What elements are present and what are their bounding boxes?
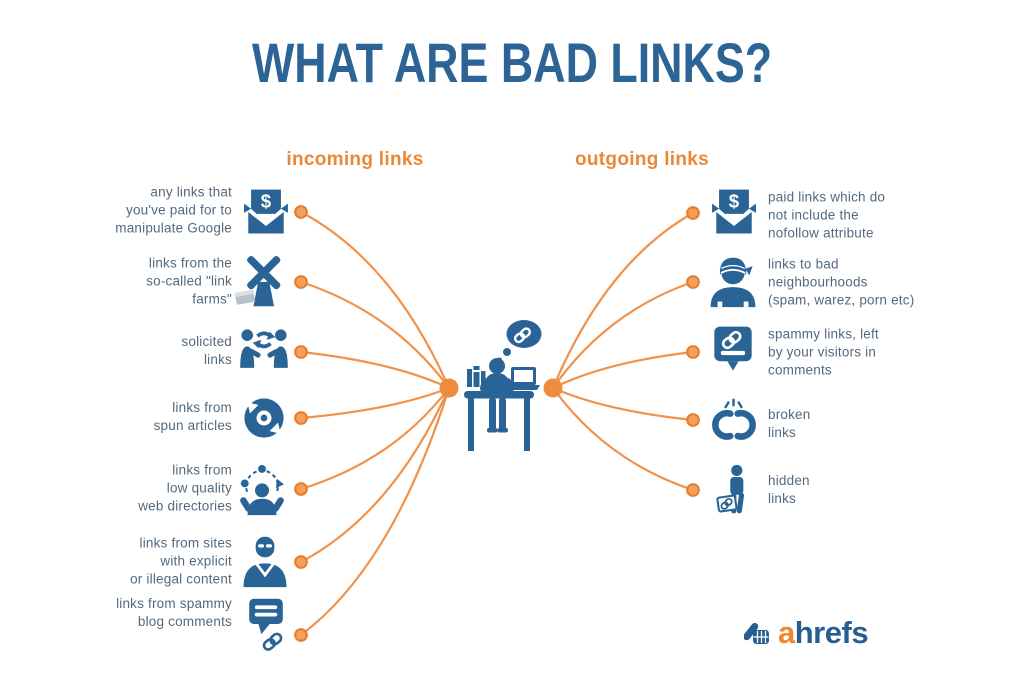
incoming-hub-dot bbox=[439, 378, 459, 398]
broken-chain-icon bbox=[706, 395, 762, 451]
desk bbox=[464, 391, 534, 451]
connector bbox=[299, 350, 451, 390]
person-head bbox=[489, 358, 505, 374]
thought-bubble bbox=[506, 320, 542, 348]
incoming-item-7-label: links from spammy blog comments bbox=[116, 596, 232, 629]
connector bbox=[551, 211, 695, 390]
laptop-icon bbox=[507, 367, 540, 390]
spun-articles-disc-icon bbox=[236, 390, 292, 446]
connector bbox=[299, 210, 451, 390]
web-directories-juggler-icon bbox=[234, 461, 290, 517]
outgoing-item-1-label: paid links which do not include the nofo… bbox=[768, 189, 886, 240]
incoming-item-1-label: any links that you've paid for to manipu… bbox=[115, 184, 232, 235]
outgoing-item-5-label: hidden links bbox=[768, 473, 810, 506]
thinking-person-at-desk bbox=[464, 320, 542, 451]
hidden-links-person-icon bbox=[706, 463, 762, 519]
svg-text:$: $ bbox=[261, 190, 272, 211]
connector bbox=[299, 386, 451, 491]
incoming-item-4-label: links from spun articles bbox=[153, 400, 232, 433]
connector bbox=[551, 350, 695, 390]
connector bbox=[551, 280, 695, 390]
spammy-comment-bubble-link-icon bbox=[705, 322, 761, 378]
paid-links-envelope-icon: $ bbox=[706, 184, 762, 240]
connector bbox=[551, 386, 695, 422]
connector bbox=[551, 386, 695, 492]
paid-links-envelope-icon: $ bbox=[238, 184, 294, 240]
incoming-item-6-label: links from sites with explicit or illega… bbox=[130, 535, 232, 586]
incoming-links-heading: incoming links bbox=[286, 149, 424, 170]
outgoing-item-4-label: broken links bbox=[768, 407, 811, 440]
page-title: WHAT ARE BAD LINKS? bbox=[0, 30, 1024, 95]
solicited-links-handshake-icon bbox=[236, 324, 292, 380]
person-torso bbox=[483, 373, 511, 393]
link-farm-windmill-icon bbox=[232, 253, 288, 309]
incoming-item-3-label: solicited links bbox=[181, 334, 232, 367]
svg-text:$: $ bbox=[729, 190, 740, 211]
connector bbox=[299, 386, 451, 637]
outgoing-links-heading: outgoing links bbox=[574, 149, 710, 170]
outgoing-item-2-label: links to bad neighbourhoods (spam, warez… bbox=[768, 256, 915, 307]
bad-neighbourhood-gangster-icon bbox=[705, 253, 761, 309]
outgoing-item-3-label: spammy links, left by your visitors in c… bbox=[768, 326, 879, 377]
outgoing-hub-dot bbox=[543, 378, 563, 398]
connector bbox=[299, 280, 451, 390]
ahrefs-hand-icon bbox=[744, 622, 769, 644]
connector-dots bbox=[294, 205, 700, 642]
books-icon bbox=[467, 366, 486, 387]
connector-curves bbox=[299, 210, 695, 637]
ahrefs-wordmark: ahrefs bbox=[778, 614, 869, 650]
link-icon bbox=[513, 327, 531, 344]
spammy-blog-comments-icon bbox=[238, 596, 294, 652]
connector bbox=[299, 386, 451, 564]
explicit-content-ninja-icon bbox=[237, 533, 293, 589]
connector bbox=[299, 386, 451, 420]
incoming-item-2-label: links from the so-called "link farms" bbox=[146, 255, 232, 306]
ahrefs-logo: ahrefs bbox=[744, 614, 869, 650]
page-title-text: WHAT ARE BAD LINKS? bbox=[251, 31, 773, 94]
incoming-item-5-label: links from low quality web directories bbox=[138, 462, 232, 513]
